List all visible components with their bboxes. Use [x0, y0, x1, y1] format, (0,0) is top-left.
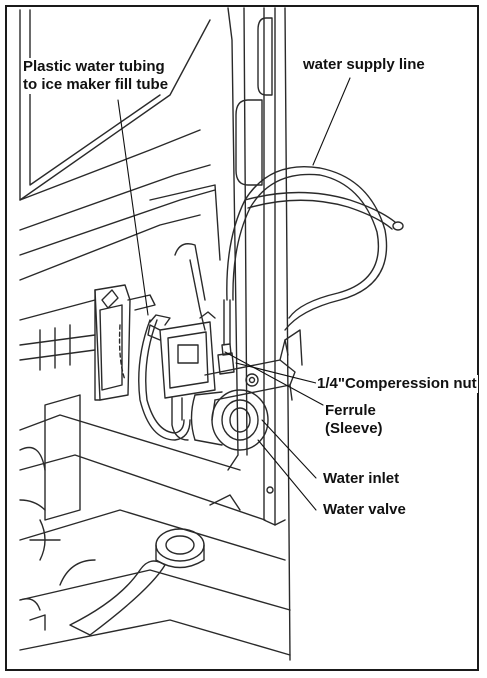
leader-plastic-tubing	[117, 99, 149, 316]
cabinet-rear-panel	[227, 7, 291, 661]
ice-maker-bracket	[19, 284, 156, 401]
label-ferrule-line1: Ferrule	[325, 402, 376, 419]
machine-compartment	[19, 394, 291, 656]
label-water-inlet-text: Water inlet	[323, 470, 400, 487]
label-ferrule: Ferrule (Sleeve)	[324, 402, 384, 438]
label-compression-nut: 1/4"Comperession nut	[316, 375, 478, 393]
label-water-supply-line-text: water supply line	[303, 56, 425, 73]
water-valve-assembly	[147, 299, 303, 451]
label-compression-nut-text: 1/4"Comperession nut	[317, 375, 477, 392]
label-plastic-tubing-line2: to ice maker fill tube	[23, 76, 169, 93]
callout-leaders	[117, 77, 351, 511]
label-water-inlet: Water inlet	[322, 470, 401, 488]
label-water-valve-text: Water valve	[323, 501, 406, 518]
label-ferrule-line2: (Sleeve)	[325, 420, 383, 437]
figure-border	[5, 5, 479, 671]
label-water-supply-line: water supply line	[302, 56, 426, 74]
label-water-valve: Water valve	[322, 501, 407, 519]
leader-water-supply-line	[312, 77, 351, 166]
leader-ferrule	[224, 351, 324, 406]
label-plastic-tubing: Plastic water tubing to ice maker fill t…	[22, 58, 170, 94]
label-plastic-tubing-line1: Plastic water tubing	[23, 58, 165, 75]
leader-compression-nut	[235, 362, 317, 384]
leader-water-inlet	[261, 419, 317, 479]
water-supply-line	[226, 166, 404, 331]
leader-water-valve	[257, 439, 317, 511]
plastic-water-tubing	[118, 319, 191, 441]
